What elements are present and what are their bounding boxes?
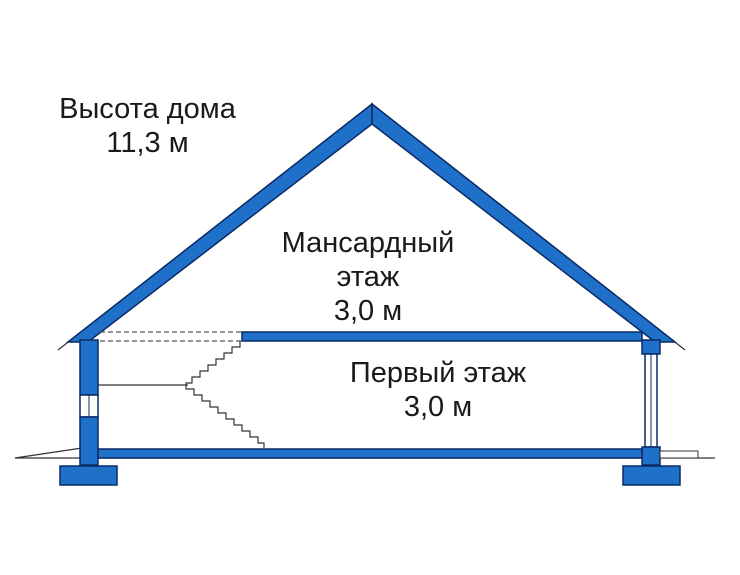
- right-porch-step: [659, 450, 699, 459]
- ground-floor-slab: [97, 448, 643, 459]
- house-height-value: 11,3 м: [106, 127, 189, 159]
- left-wall-upper: [79, 339, 99, 396]
- attic-floor-title-line2: этаж: [336, 261, 400, 293]
- staircase: [185, 341, 265, 449]
- left-footing: [59, 465, 118, 486]
- right-footing: [622, 465, 681, 486]
- attic-floor-slab: [241, 331, 643, 342]
- right-wall-top: [641, 339, 661, 355]
- attic-floor-height: 3,0 м: [333, 295, 403, 327]
- ground-floor-title: Первый этаж: [349, 357, 527, 389]
- attic-floor-label: Мансардный этаж 3,0 м: [248, 226, 488, 328]
- attic-floor-title-line1: Мансардный: [281, 227, 455, 259]
- ground-floor-height: 3,0 м: [403, 391, 473, 423]
- house-height-title: Высота дома: [59, 93, 236, 125]
- left-wall-lower: [79, 416, 99, 466]
- ground-floor-label: Первый этаж 3,0 м: [318, 356, 558, 424]
- house-height-label: Высота дома 11,3 м: [30, 92, 265, 160]
- right-wall-lower: [641, 446, 661, 466]
- ground-slope-left: [14, 447, 83, 459]
